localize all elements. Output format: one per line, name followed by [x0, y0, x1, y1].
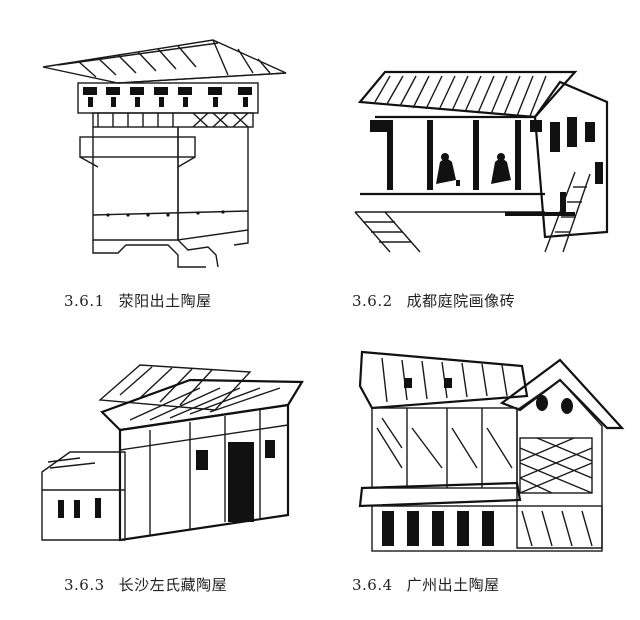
figure-title: 广州出土陶屋 — [406, 576, 500, 594]
figure-title: 长沙左氏藏陶屋 — [118, 576, 228, 594]
figure-3-6-4-illustration — [352, 348, 627, 558]
figure-number: 3.6.2 — [352, 292, 393, 310]
figure-3-6-2-illustration — [345, 62, 620, 262]
figure-caption-3-6-1: 3.6.1 荥阳出土陶屋 — [64, 290, 212, 311]
figure-caption-3-6-2: 3.6.2 成都庭院画像砖 — [352, 290, 515, 311]
figure-number: 3.6.1 — [64, 292, 105, 310]
figure-title: 成都庭院画像砖 — [406, 292, 516, 310]
figure-caption-3-6-4: 3.6.4 广州出土陶屋 — [352, 574, 500, 595]
figure-3-6-3-illustration — [40, 350, 305, 550]
figure-number: 3.6.4 — [352, 576, 393, 594]
figure-3-6-1-illustration — [38, 35, 288, 275]
figure-number: 3.6.3 — [64, 576, 105, 594]
figure-caption-3-6-3: 3.6.3 长沙左氏藏陶屋 — [64, 574, 227, 595]
figure-title: 荥阳出土陶屋 — [118, 292, 212, 310]
